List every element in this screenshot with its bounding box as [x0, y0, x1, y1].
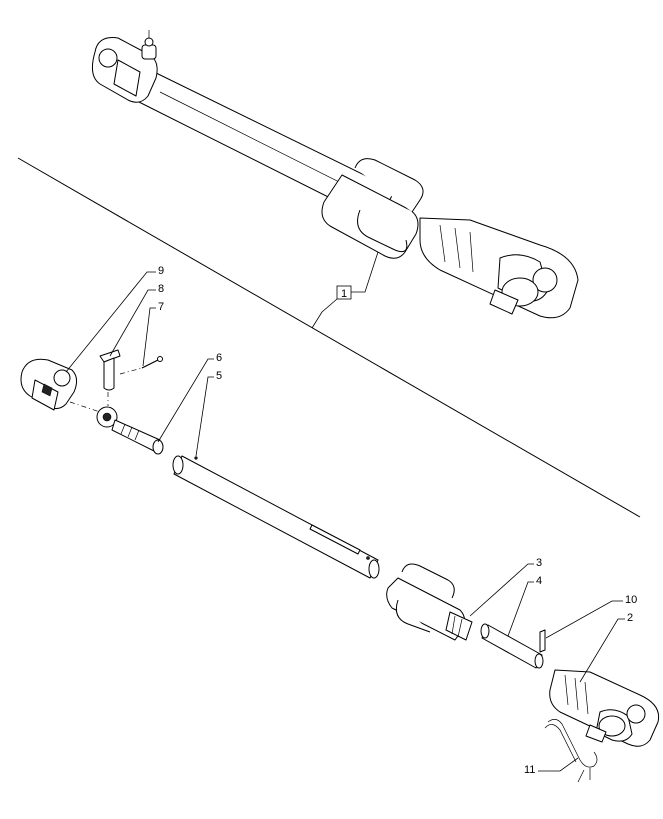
svg-text:5: 5	[216, 370, 222, 382]
callout-11: 11	[524, 757, 579, 776]
callout-3: 3	[469, 557, 542, 617]
svg-text:9: 9	[158, 265, 164, 277]
part-5-tube	[172, 455, 380, 579]
part-6-ball-end	[96, 406, 164, 455]
svg-text:10: 10	[625, 594, 637, 606]
callout-7: 7	[142, 301, 164, 367]
callout-2: 2	[579, 612, 633, 683]
svg-text:4: 4	[536, 575, 542, 587]
part-7-clip	[141, 356, 163, 369]
svg-text:11: 11	[524, 764, 535, 776]
callout-1: 1	[311, 251, 379, 329]
part-11-spring-clip	[544, 719, 598, 783]
callout-5: 5	[195, 370, 222, 457]
part-9-eye-end	[20, 358, 78, 411]
separator-line	[17, 157, 641, 518]
part-10-pin	[539, 629, 546, 653]
part-4-threaded-sleeve	[480, 623, 544, 669]
svg-text:8: 8	[158, 283, 164, 295]
part-2-clevis	[549, 669, 660, 747]
assembled-top-link	[91, 30, 579, 319]
callout-6: 6	[157, 352, 222, 443]
callout-4: 4	[507, 575, 542, 637]
svg-text:2: 2	[627, 612, 633, 624]
callout-10: 10	[545, 594, 637, 639]
svg-text:3: 3	[536, 557, 542, 569]
svg-text:7: 7	[158, 301, 164, 313]
callout-8: 8	[109, 283, 164, 357]
svg-text:6: 6	[216, 352, 222, 364]
part-3-sleeve	[386, 563, 473, 641]
svg-text:1: 1	[341, 288, 347, 300]
callout-9: 9	[65, 265, 164, 373]
